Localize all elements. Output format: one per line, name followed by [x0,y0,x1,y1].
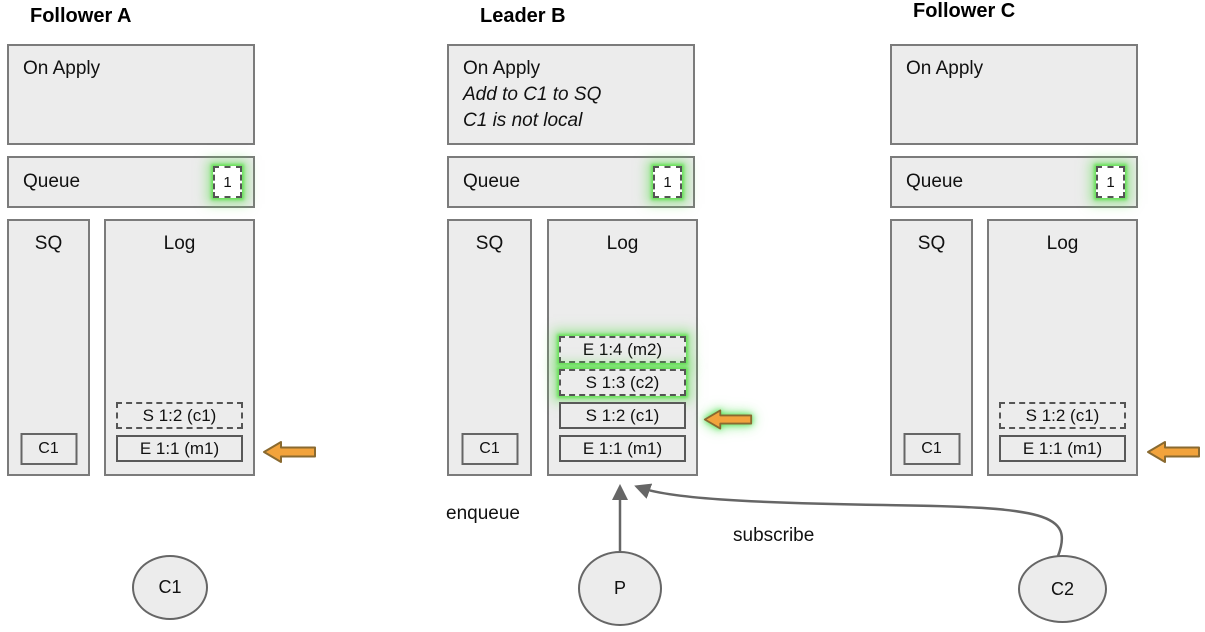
log-entries: S 1:2 (c1) E 1:1 (m1) [116,402,243,462]
actor-p: P [578,551,662,626]
on-apply-note: C1 is not local [463,110,583,131]
log-entries: S 1:2 (c1) E 1:1 (m1) [999,402,1126,462]
log-box-a: Log S 1:2 (c1) E 1:1 (m1) [104,219,255,476]
log-box-b: Log E 1:4 (m2) S 1:3 (c2) S 1:2 (c1) E 1… [547,219,698,476]
node-title-leader-b: Leader B [480,5,566,27]
queue-box-c: Queue 1 [890,156,1138,208]
sq-box-b: SQ C1 [447,219,532,476]
log-entry: E 1:4 (m2) [559,336,686,363]
log-entries: E 1:4 (m2) S 1:3 (c2) S 1:2 (c1) E 1:1 (… [559,336,686,462]
log-entry: S 1:3 (c2) [559,369,686,396]
queue-box-a: Queue 1 [7,156,255,208]
sq-label: SQ [34,233,63,254]
queue-label: Queue [463,171,521,192]
on-apply-box-a: On Apply [7,44,255,145]
actor-c1: C1 [132,555,208,620]
sq-item-c1: C1 [461,433,518,465]
enqueue-label: enqueue [446,503,520,524]
log-box-c: Log S 1:2 (c1) E 1:1 (m1) [987,219,1138,476]
apply-pointer-arrow-icon [703,409,753,430]
queue-label: Queue [23,171,81,192]
node-title-follower-c: Follower C [913,0,1016,22]
log-label: Log [1046,233,1079,254]
on-apply-note: Add to C1 to SQ [463,84,602,105]
sq-label: SQ [475,233,504,254]
actor-label: P [613,578,626,598]
subscribe-arrow [634,483,1064,557]
on-apply-box-b: On Apply Add to C1 to SQ C1 is not local [447,44,695,145]
sq-item-c1: C1 [903,433,960,465]
log-entry: E 1:1 (m1) [116,435,243,462]
on-apply-label: On Apply [906,58,984,79]
log-entry: S 1:2 (c1) [999,402,1126,429]
log-entry: S 1:2 (c1) [559,402,686,429]
sq-box-a: SQ C1 [7,219,90,476]
log-label: Log [163,233,196,254]
queue-count-badge: 1 [213,166,242,198]
queue-box-b: Queue 1 [447,156,695,208]
actor-label: C2 [1050,578,1074,599]
apply-pointer-arrow-icon [263,441,316,463]
apply-pointer-arrow-icon [1147,441,1200,463]
actor-label: C1 [158,577,182,597]
queue-label: Queue [906,171,964,192]
subscribe-label: subscribe [733,525,815,546]
sq-box-c: SQ C1 [890,219,973,476]
on-apply-box-c: On Apply [890,44,1138,145]
log-entry: E 1:1 (m1) [999,435,1126,462]
on-apply-label: On Apply [23,58,101,79]
sq-item-c1: C1 [20,433,77,465]
queue-count-badge: 1 [653,166,682,198]
sq-label: SQ [917,233,946,254]
node-title-follower-a: Follower A [30,5,132,27]
log-entry: S 1:2 (c1) [116,402,243,429]
actor-c2: C2 [1018,555,1107,623]
log-entry: E 1:1 (m1) [559,435,686,462]
log-label: Log [606,233,639,254]
queue-count-badge: 1 [1096,166,1125,198]
on-apply-label: On Apply [463,58,541,79]
